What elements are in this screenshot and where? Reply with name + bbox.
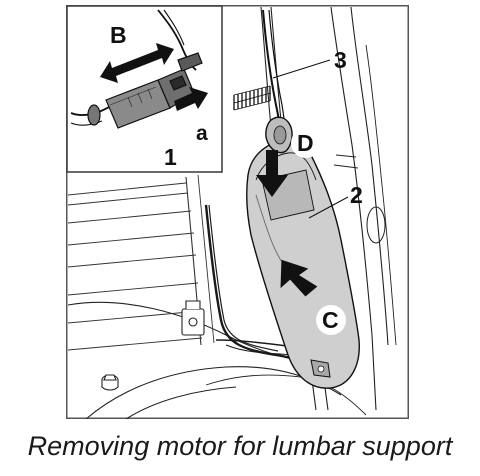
callout-c: C bbox=[322, 307, 339, 333]
arrow-d bbox=[256, 150, 288, 197]
technical-illustration: B a 1 3 2 D C bbox=[66, 5, 409, 419]
connector-body-1 bbox=[87, 52, 203, 129]
callout-1: 1 bbox=[164, 144, 177, 170]
callout-d: D bbox=[297, 130, 314, 156]
callout-c-bg bbox=[316, 305, 346, 335]
bolt bbox=[101, 374, 119, 391]
figure-caption: Removing motor for lumbar support bbox=[27, 431, 453, 461]
arrow-b bbox=[100, 43, 174, 83]
arrow-c bbox=[280, 259, 318, 297]
callout-d-bg bbox=[291, 128, 321, 158]
callout-b: B bbox=[110, 22, 127, 48]
callout-2: 2 bbox=[350, 182, 363, 208]
callout-a: a bbox=[196, 122, 208, 145]
connector-inset bbox=[66, 5, 223, 173]
seat-frame-rails bbox=[67, 174, 215, 351]
spring-coil bbox=[233, 85, 272, 111]
arrow-a bbox=[174, 87, 208, 111]
callout-3: 3 bbox=[334, 47, 347, 73]
bracket-clip bbox=[181, 300, 205, 336]
